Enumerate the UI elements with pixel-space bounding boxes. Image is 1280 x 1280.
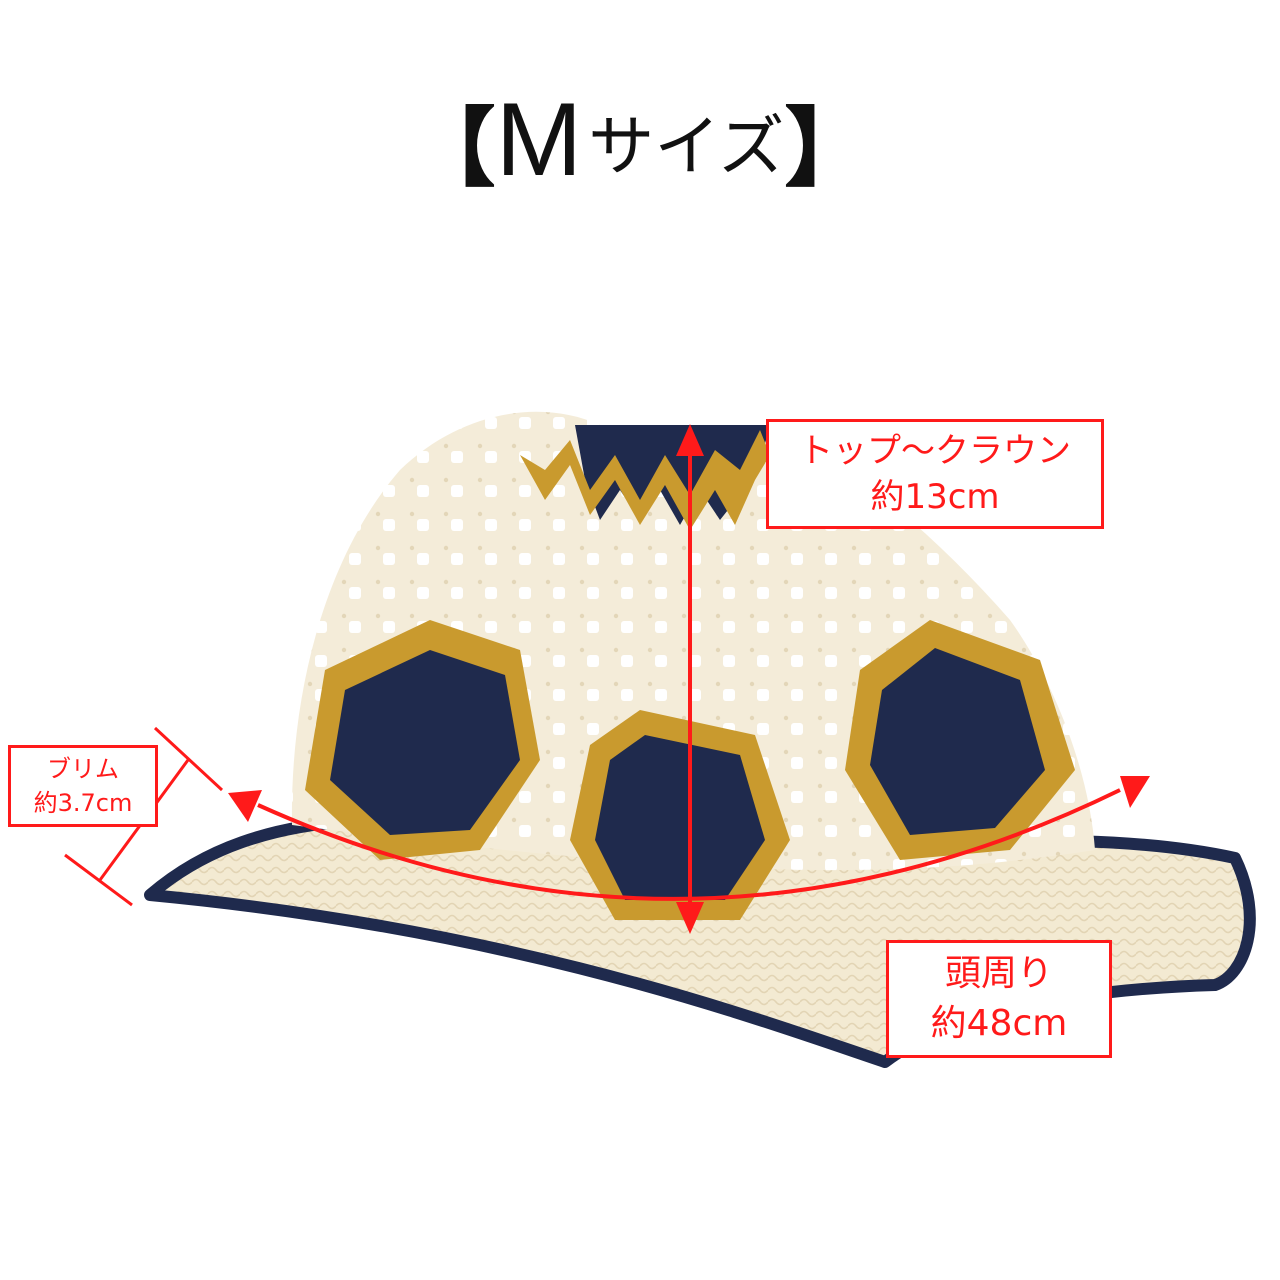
head-circumference-label: 頭周り 約48cm — [886, 940, 1112, 1058]
brim-name: ブリム — [47, 755, 119, 783]
top-to-crown-name: トップ～クラウン — [799, 431, 1071, 471]
head-circumference-name: 頭周り — [944, 953, 1053, 994]
brim-label: ブリム 約3.7cm — [8, 745, 158, 827]
top-to-crown-label: トップ～クラウン 約13cm — [766, 419, 1104, 529]
hat-top-zigzag — [520, 430, 770, 530]
flower-motif-right — [845, 620, 1075, 860]
circumference-arrow — [228, 776, 1150, 901]
title-size: M — [495, 82, 583, 198]
flower-motif-center — [570, 710, 790, 920]
height-arrow — [676, 424, 704, 934]
top-to-crown-value: 約13cm — [870, 477, 1000, 517]
brim-value: 約3.7cm — [33, 789, 133, 817]
flower-motif-left — [305, 620, 540, 860]
title-suffix: サイズ — [588, 107, 785, 185]
title-close-bracket: 】 — [784, 99, 871, 199]
head-circumference-value: 約48cm — [930, 1003, 1068, 1044]
page-title: 【Mサイズ】 — [0, 78, 1280, 203]
title-open-bracket: 【 — [409, 99, 496, 199]
